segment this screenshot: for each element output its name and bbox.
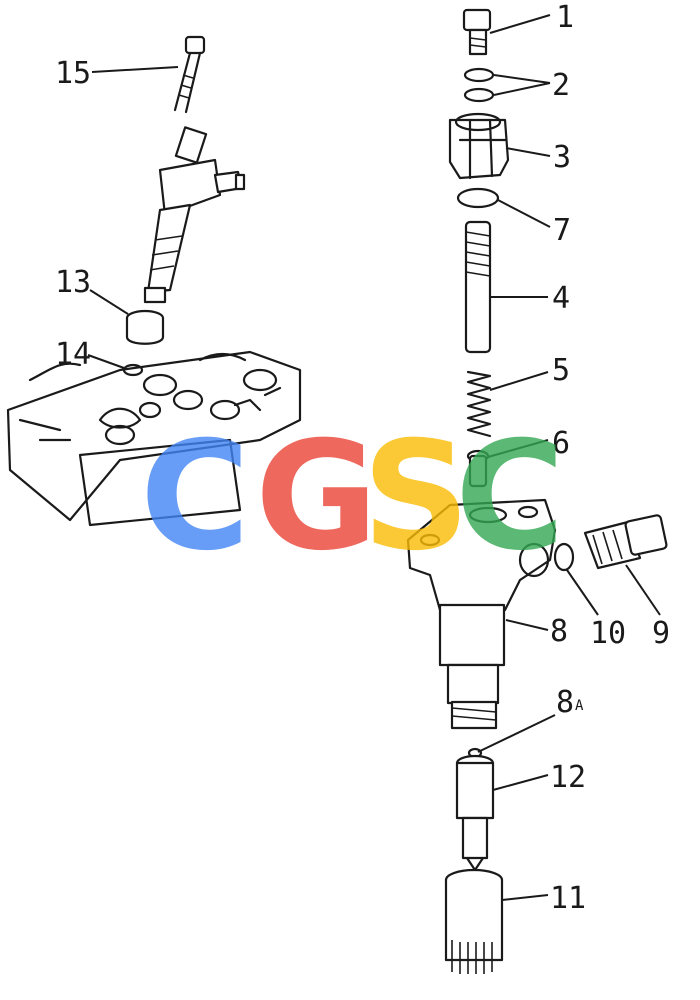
watermark-letter-2: G bbox=[255, 410, 378, 584]
label-part-8: 8 bbox=[550, 614, 568, 649]
label-part-2: 2 bbox=[552, 68, 570, 103]
label-part-8a: 8 bbox=[556, 685, 574, 720]
label-part-4: 4 bbox=[552, 281, 570, 316]
label-part-3: 3 bbox=[553, 140, 571, 175]
watermark-letter-4: C bbox=[455, 410, 565, 584]
part-9-fitting bbox=[583, 514, 668, 570]
part-13-sleeve bbox=[125, 309, 165, 345]
injector-holder-assembly bbox=[143, 126, 246, 304]
part-5-spring bbox=[466, 370, 492, 438]
label-part-8a-suffix: A bbox=[575, 698, 584, 714]
part-10-washer bbox=[553, 542, 575, 572]
label-part-15: 15 bbox=[55, 56, 91, 91]
watermark-logo: C G S C bbox=[140, 410, 565, 584]
watermark-letter-1: C bbox=[140, 410, 250, 584]
part-11-capnut bbox=[444, 868, 504, 974]
part-3-nut bbox=[448, 112, 510, 180]
label-part-13: 13 bbox=[55, 265, 91, 300]
part-labels: 1 2 3 7 4 5 6 8 10 9 8 A 12 11 15 13 14 bbox=[55, 0, 670, 916]
label-part-11: 11 bbox=[550, 881, 586, 916]
cylinder-head bbox=[6, 350, 302, 527]
part-12-nozzle bbox=[455, 754, 495, 872]
label-part-5: 5 bbox=[552, 353, 570, 388]
part-1-bolt bbox=[462, 8, 492, 56]
label-part-10: 10 bbox=[590, 616, 626, 651]
part-4-rod bbox=[464, 220, 492, 354]
label-part-14: 14 bbox=[55, 337, 91, 372]
part-7-oring bbox=[456, 187, 500, 209]
label-part-12: 12 bbox=[550, 760, 586, 795]
part-15-bolt bbox=[173, 35, 206, 114]
part-2-washers bbox=[463, 67, 495, 103]
label-part-6: 6 bbox=[552, 426, 570, 461]
label-part-1: 1 bbox=[556, 0, 574, 35]
leader-lines bbox=[87, 14, 661, 901]
part-6-pin bbox=[466, 449, 490, 488]
label-part-9: 9 bbox=[652, 616, 670, 651]
label-part-7: 7 bbox=[553, 213, 571, 248]
part-8-body bbox=[406, 498, 557, 730]
watermark-letter-3: S bbox=[362, 410, 470, 584]
part-14-washer bbox=[122, 363, 144, 377]
